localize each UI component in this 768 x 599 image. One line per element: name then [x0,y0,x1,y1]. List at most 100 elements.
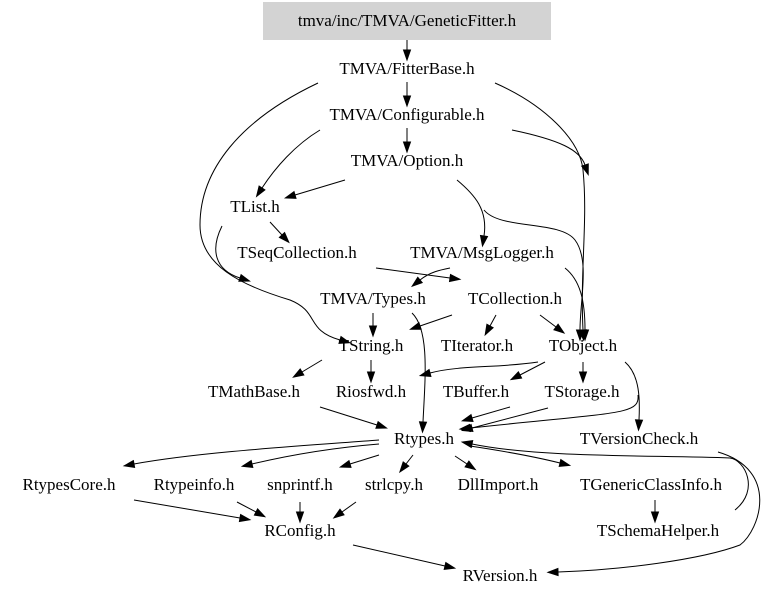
node-label: TMVA/FitterBase.h [339,59,475,78]
node-label: TIterator.h [441,336,514,355]
node-tobject[interactable]: TObject.h [549,336,618,355]
arrowhead-tstring-to-tmathbase [292,368,305,378]
node-tgenericclassinfo[interactable]: TGenericClassInfo.h [580,475,723,494]
node-tbuffer[interactable]: TBuffer.h [443,382,510,401]
arrowhead-rtypeinfo-to-rconfig [253,508,267,518]
edge-tobject-to-rtypes [469,394,639,429]
edge-option-to-msglogger [456,179,486,237]
node-tcollection[interactable]: TCollection.h [468,289,562,308]
node-label: RtypesCore.h [22,475,116,494]
node-label: Rtypes.h [394,429,454,448]
edge-rtypes-to-dllimport [454,455,468,465]
node-label: RVersion.h [463,566,538,585]
node-label: TString.h [339,336,404,355]
edge-rtypes-to-rtypeinfo [251,443,380,465]
arrowhead-rconfig-to-rversion [443,561,457,570]
node-fitterbase[interactable]: TMVA/FitterBase.h [339,59,475,78]
node-dllimport[interactable]: DllImport.h [458,475,539,494]
arrowhead-tlist-to-tseqcollection [278,231,290,244]
node-types[interactable]: TMVA/Types.h [320,289,426,308]
edge-rconfig-to-rversion [352,544,446,567]
arrowhead-tobject-to-tbuffer [509,371,523,381]
edge-tlist-to-tstring [215,225,241,279]
edge-rtypeinfo-to-rconfig [236,501,257,513]
edge-tschemahelper-to-rtypes [471,443,749,511]
arrowhead-rtypescore-to-rconfig [238,513,252,523]
arrowhead-fitterbase-to-tstring [338,335,352,344]
arrowhead-configurable-to-tobject [580,163,589,176]
root-node-box [263,2,551,40]
node-label: TObject.h [549,336,618,355]
node-label: strlcpy.h [365,475,423,494]
node-titerator[interactable]: TIterator.h [441,336,514,355]
node-rversion[interactable]: RVersion.h [463,566,538,585]
node-label: TMVA/Types.h [320,289,426,308]
arrowhead-strlcpy-to-rconfig [332,508,345,519]
edge-tlist-to-tseqcollection [269,221,283,236]
edge-tstring-to-tmathbase [301,359,323,373]
node-rconfig[interactable]: RConfig.h [264,521,336,540]
arrowhead-rtypes-to-strlcpy [398,461,410,474]
edge-strlcpy-to-rconfig [341,501,357,513]
node-label: TMathBase.h [208,382,301,401]
edge-fitterbase-to-tstring [199,82,341,341]
arrowhead-rtypes-to-snprintf [338,459,352,468]
edge-option-to-tcollection [483,209,584,331]
node-rtypescore[interactable]: RtypesCore.h [22,475,116,494]
edge-tseqcollection-to-tcollection [375,267,451,279]
edge-fitterbase-to-tobject [494,82,586,331]
node-rtypeinfo[interactable]: Rtypeinfo.h [154,475,235,494]
node-label: TCollection.h [468,289,562,308]
edge-tbuffer-to-rtypes [471,406,511,419]
arrowhead-tgenericclassinfo-to-tschemahelper [650,511,660,524]
arrowhead-tstring-to-riosfwd [366,371,376,384]
node-label: TMVA/Option.h [351,151,464,170]
edge-configurable-to-tobject [511,129,586,166]
arrowhead-tobject-to-riosfwd [418,368,432,377]
node-rtypes[interactable]: Rtypes.h [394,429,454,448]
node-label: TStorage.h [544,382,620,401]
node-snprintf[interactable]: snprintf.h [267,475,333,494]
node-root: tmva/inc/TMVA/GeneticFitter.h [263,2,551,40]
node-riosfwd[interactable]: Riosfwd.h [336,382,407,401]
edge-tobject-to-tbuffer [519,361,546,376]
node-tlist[interactable]: TList.h [230,197,280,216]
arrowhead-tcollection-to-tobject [553,323,566,334]
arrowhead-msglogger-to-types [411,276,424,288]
arrowhead-option-to-msglogger [479,234,489,248]
node-tstorage[interactable]: TStorage.h [544,382,620,401]
node-tmathbase[interactable]: TMathBase.h [208,382,301,401]
node-msglogger[interactable]: TMVA/MsgLogger.h [410,243,554,262]
node-option[interactable]: TMVA/Option.h [351,151,464,170]
nodes-layer: tmva/inc/TMVA/GeneticFitter.hTMVA/Fitter… [22,2,723,585]
node-label: Rtypeinfo.h [154,475,235,494]
node-label: Riosfwd.h [336,382,407,401]
arrowhead-fitterbase-to-configurable [402,95,412,108]
edge-msglogger-to-tobject [564,267,586,331]
edge-tobject-to-tversioncheck [624,361,640,421]
node-configurable[interactable]: TMVA/Configurable.h [329,105,485,124]
arrowhead-rtypes-to-dllimport [464,460,477,471]
node-tstring[interactable]: TString.h [339,336,404,355]
node-label: TMVA/MsgLogger.h [410,243,554,262]
node-tversioncheck[interactable]: TVersionCheck.h [580,429,699,448]
arrowhead-msglogger-to-tobject [580,329,590,342]
node-label: DllImport.h [458,475,539,494]
node-label: TSeqCollection.h [237,243,357,262]
edge-tstorage-to-rtypes [471,407,549,429]
edge-rtypes-to-snprintf [349,454,380,465]
arrowhead-rtypes-to-rtypescore [122,459,136,469]
arrowhead-configurable-to-tlist [255,185,266,198]
arrowhead-tschemahelper-to-rtypes [460,440,474,449]
arrowhead-snprintf-to-rconfig [295,511,305,524]
node-tseqcollection[interactable]: TSeqCollection.h [237,243,357,262]
arrowhead-tseqcollection-to-tcollection [448,273,462,283]
node-tschemahelper[interactable]: TSchemaHelper.h [597,521,720,540]
arrowhead-tcollection-to-tstring [409,321,422,330]
arrowhead-tobject-to-tversioncheck [634,419,644,432]
node-strlcpy[interactable]: strlcpy.h [365,475,423,494]
node-label: TSchemaHelper.h [597,521,720,540]
node-label: TGenericClassInfo.h [580,475,723,494]
arrowhead-rtypes-to-tgenericclassinfo [558,458,572,467]
